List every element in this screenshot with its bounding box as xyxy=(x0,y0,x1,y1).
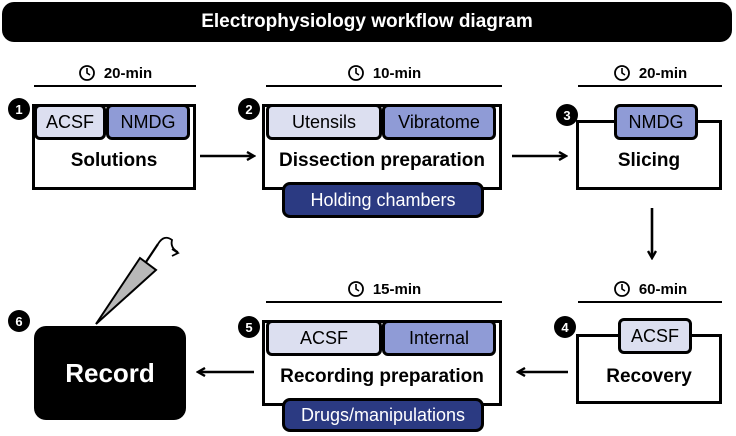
step-3-title: Slicing xyxy=(617,150,681,171)
step-5-number: 5 xyxy=(238,316,260,338)
step-2-title: Dissection preparation xyxy=(279,150,485,171)
step-4-time-bar xyxy=(578,301,722,303)
step-2-time: 10-min xyxy=(266,62,502,84)
step-5-chip-internal: Internal xyxy=(382,320,496,356)
step-5-time: 15-min xyxy=(266,278,502,300)
step-2-time-label: 10-min xyxy=(372,64,422,82)
step-4-chip-acsf: ACSF xyxy=(618,318,692,354)
record-title: Record xyxy=(65,357,155,388)
clock-icon xyxy=(347,65,364,81)
clock-icon xyxy=(78,65,95,81)
step-3-time-bar xyxy=(578,85,722,87)
clock-icon xyxy=(613,281,630,297)
clock-icon xyxy=(347,281,364,297)
record-box: Record xyxy=(34,326,186,420)
step-1-time: 20-min xyxy=(34,62,196,84)
step-2-time-bar xyxy=(266,85,502,87)
step-4-number: 4 xyxy=(554,316,576,338)
step-6-number: 6 xyxy=(8,310,30,332)
step-4-box xyxy=(576,334,722,404)
step-4-title: Recovery xyxy=(606,366,692,387)
step-3-time: 20-min xyxy=(578,62,722,84)
step-5-title: Recording preparation xyxy=(280,366,484,387)
step-1-chip-nmdg: NMDG xyxy=(106,104,190,140)
electrode-icon xyxy=(95,236,180,325)
diagram-title-banner: Electrophysiology workflow diagram xyxy=(2,2,732,42)
step-2-chip-utensils: Utensils xyxy=(266,104,382,140)
step-2-chip-vibratome: Vibratome xyxy=(382,104,496,140)
step-2-number: 2 xyxy=(238,98,260,120)
step-1-chip-acsf: ACSF xyxy=(34,104,106,140)
clock-icon xyxy=(613,65,630,81)
step-1-time-bar xyxy=(34,85,196,87)
step-1-number: 1 xyxy=(8,98,30,120)
step-3-time-label: 20-min xyxy=(638,64,688,82)
step-1-title: Solutions xyxy=(70,150,158,171)
step-5-chip-acsf: ACSF xyxy=(266,320,382,356)
step-4-time: 60-min xyxy=(578,278,722,300)
step-5-chip-drugs-manipulations: Drugs/manipulations xyxy=(282,398,484,432)
step-2-chip-holding-chambers: Holding chambers xyxy=(282,182,484,218)
step-3-number: 3 xyxy=(556,104,578,126)
diagram-title: Electrophysiology workflow diagram xyxy=(201,11,533,32)
step-4-time-label: 60-min xyxy=(638,280,688,298)
step-1-time-label: 20-min xyxy=(103,64,153,82)
step-5-time-bar xyxy=(266,301,502,303)
step-5-time-label: 15-min xyxy=(372,280,422,298)
step-3-chip-nmdg: NMDG xyxy=(614,104,698,140)
